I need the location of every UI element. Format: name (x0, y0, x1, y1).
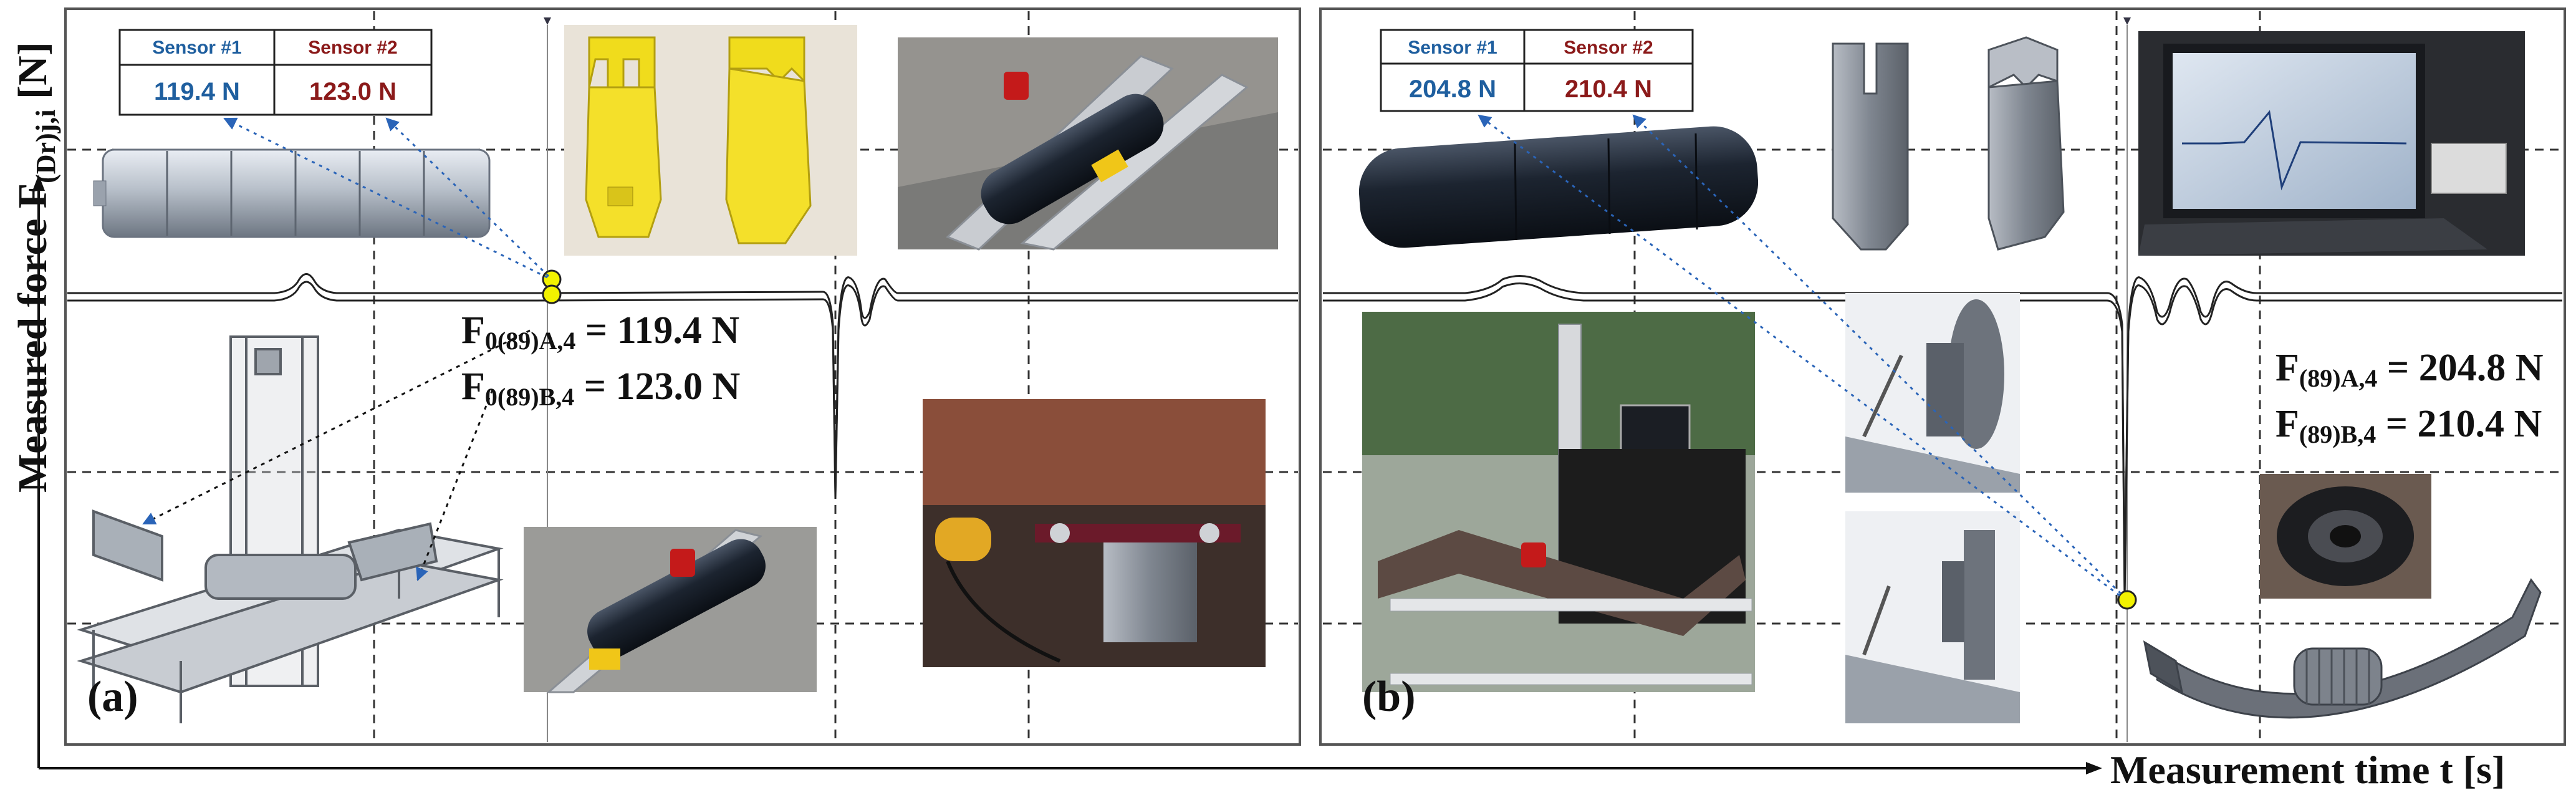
panel-b-dark-roller-image (1358, 126, 1759, 248)
panel-a-rail-photo-top (898, 37, 1278, 251)
axes: Measured force F(Dr)j,i [N] Measurement … (10, 42, 2505, 792)
panel-a-load-cell-photo (923, 399, 1266, 667)
panel-b-signal-traces (1323, 275, 2562, 600)
panel-a-conveyor-frame-drawing (77, 335, 504, 723)
x-axis-title: Measurement time t [s] (2110, 748, 2505, 792)
panel-b-sensor1-header: Sensor #1 (1408, 37, 1497, 58)
panel-a-sensor2-header: Sensor #2 (308, 37, 397, 58)
panel-b-test-stand-photo (1362, 312, 1755, 692)
panel-a: Sensor #1 Sensor #2 119.4 N 123.0 N (64, 7, 1301, 746)
x-axis-arrowhead (2086, 762, 2102, 774)
panel-b-sensor1-value: 204.8 N (1409, 75, 1496, 103)
panel-b-laptop-photo (2138, 31, 2525, 256)
panel-b-idler-set-drawing (2143, 578, 2542, 719)
panel-a-marker-2 (542, 284, 562, 304)
panel-a-roller-image (93, 148, 491, 238)
panel-b-cursor-marker (2123, 17, 2131, 25)
panel-b-marker (2117, 590, 2137, 610)
panel-a-equation-1: F0(89)A,4 = 119.4 N (461, 309, 739, 355)
y-axis-title: Measured force F(Dr)j,i [N] (10, 42, 61, 493)
y-axis-arrowhead (32, 175, 45, 191)
panel-b-equation-1: F(89)A,4 = 204.8 N (2276, 347, 2544, 392)
panel-b-clip-detail-bottom (1845, 511, 2020, 723)
panel-a-label: (a) (87, 673, 138, 721)
panel-a-signal-traces (67, 273, 1298, 499)
panel-a-link-sensor2 (385, 117, 550, 277)
panel-b-link-sensor2 (1632, 114, 2122, 595)
panel-b-sensor-table: Sensor #1 Sensor #2 204.8 N 210.4 N (1380, 29, 1694, 112)
panel-b-sensor2-header: Sensor #2 (1564, 37, 1653, 58)
panel-b-sensor2-value: 210.4 N (1565, 75, 1652, 103)
panel-b-sensor-cad-models (1832, 36, 2065, 251)
panel-a-rail-photo-bottom (524, 527, 817, 693)
panel-a-link-sensor1 (223, 117, 548, 279)
panel-b-equation-2: F(89)B,4 = 210.4 N (2276, 403, 2542, 448)
panel-b-roller-end-photo (2260, 474, 2431, 599)
panel-b: Sensor #1 Sensor #2 204.8 N 210.4 N (1319, 7, 2566, 746)
panel-a-yellow-sensor-photo (564, 25, 857, 256)
panel-b-link-sensor1 (1478, 114, 2120, 597)
panel-a-sensor1-header: Sensor #1 (152, 37, 241, 58)
panel-a-cursor-marker (544, 17, 551, 25)
panel-b-label: (b) (1362, 673, 1416, 721)
panel-a-sensor2-value: 123.0 N (309, 78, 396, 105)
panel-b-clip-detail-top (1845, 293, 2020, 493)
panel-a-sensor1-value: 119.4 N (154, 78, 240, 105)
panel-a-sensor-table: Sensor #1 Sensor #2 119.4 N 123.0 N (118, 29, 433, 116)
panel-a-equation-2: F0(89)B,4 = 123.0 N (461, 365, 740, 411)
panel-a-arrow-to-clip-left (142, 329, 531, 525)
